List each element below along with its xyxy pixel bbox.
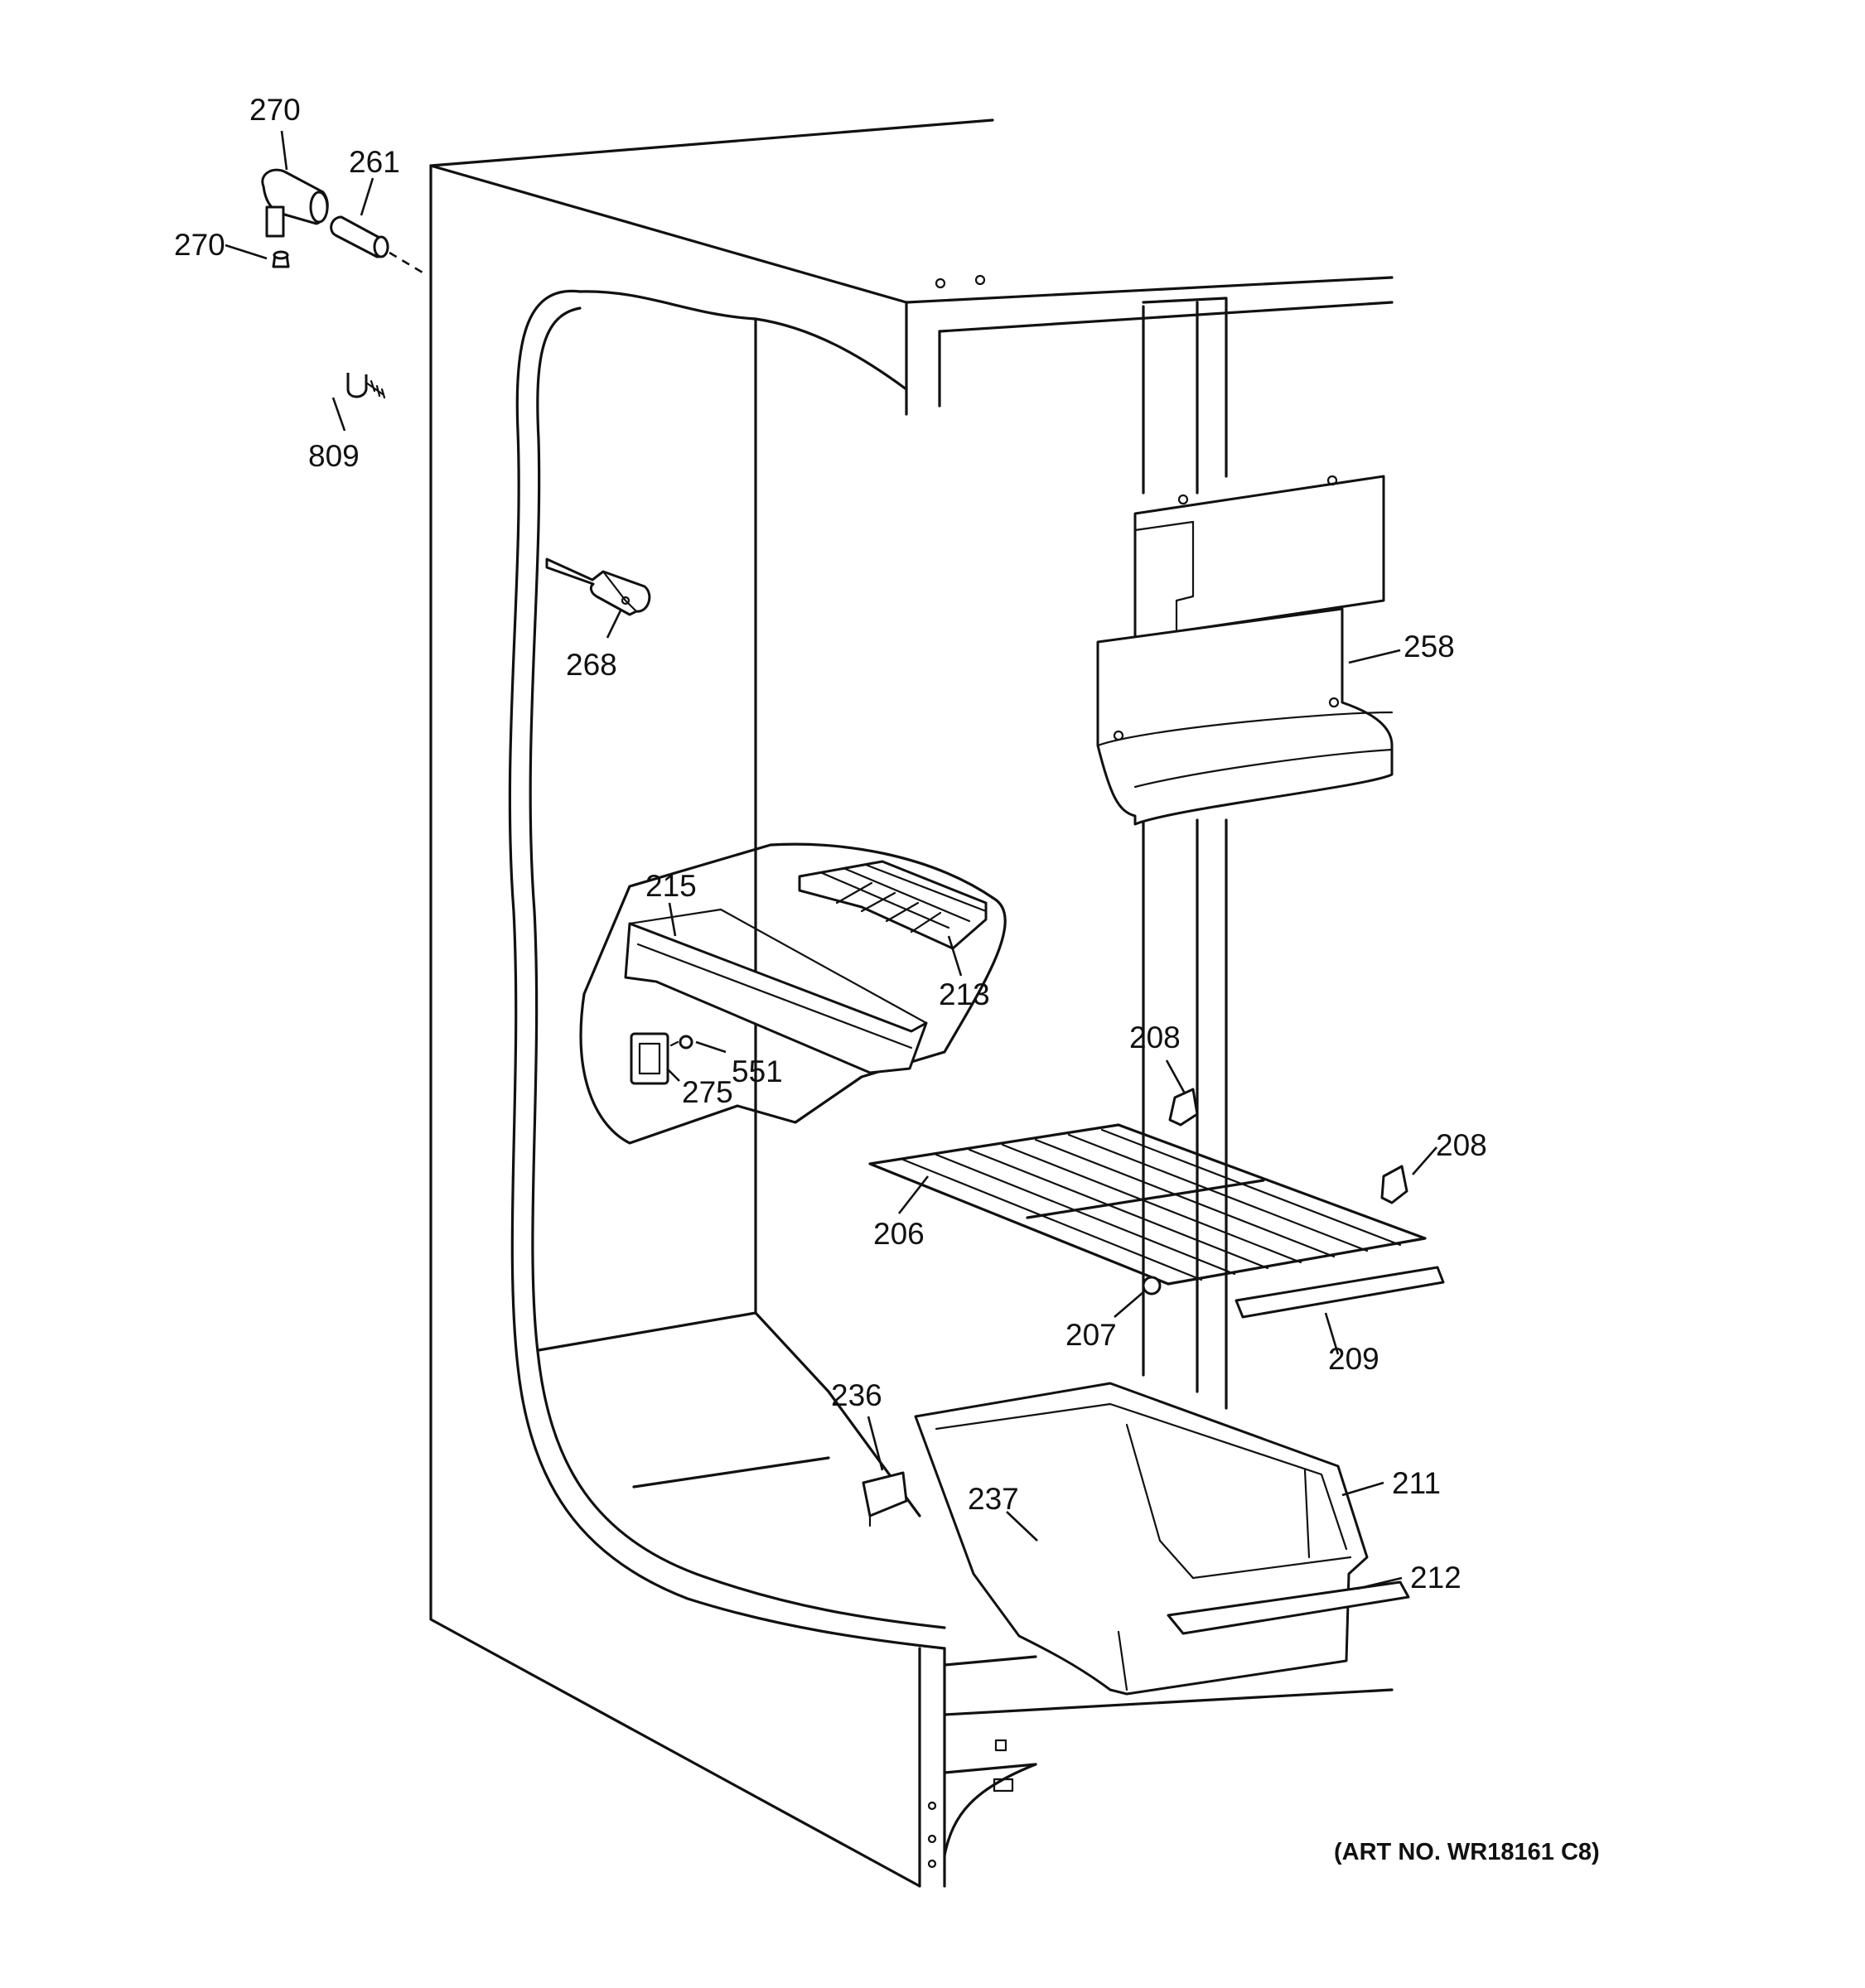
storage-bin-part xyxy=(624,908,928,1074)
art-number: (ART NO. WR18161 C8) xyxy=(1334,1839,1600,1865)
crisper-pan-part xyxy=(914,1382,1369,1696)
elbow-fitting-part xyxy=(261,168,329,238)
accessory-inset xyxy=(579,842,1007,1145)
callout-215: 215 xyxy=(645,869,697,903)
callout-209: 209 xyxy=(1328,1342,1379,1376)
callout-261: 261 xyxy=(349,145,400,179)
shelf-support-upper-part xyxy=(1168,1088,1199,1127)
callout-213: 213 xyxy=(939,977,990,1011)
callout-268: 268 xyxy=(566,648,617,682)
control-cover-part xyxy=(1096,475,1394,826)
callout-258: 258 xyxy=(1404,630,1455,663)
cabinet-liner xyxy=(429,118,1394,1888)
callout-237: 237 xyxy=(968,1482,1019,1516)
callout-208-right: 208 xyxy=(1436,1128,1487,1162)
callout-275: 275 xyxy=(682,1075,733,1109)
nut-part xyxy=(272,250,290,268)
switch-part xyxy=(630,1032,669,1085)
shelf-trim-part xyxy=(1234,1266,1445,1319)
callout-208-upper: 208 xyxy=(1129,1021,1181,1054)
callout-206: 206 xyxy=(873,1217,925,1251)
callout-809: 809 xyxy=(308,439,360,473)
callout-236: 236 xyxy=(831,1378,882,1412)
callout-551: 551 xyxy=(732,1054,783,1088)
water-tube-part xyxy=(330,215,428,277)
ice-tray-part xyxy=(798,860,988,950)
shelf-support-right-part xyxy=(1380,1165,1408,1204)
pan-trim-part xyxy=(1167,1580,1410,1635)
callout-207: 207 xyxy=(1065,1318,1117,1352)
shelf-pin-part xyxy=(1142,1276,1162,1296)
screw-part xyxy=(669,1035,693,1049)
wire-shelf-part xyxy=(868,1123,1427,1286)
light-socket-part xyxy=(545,557,651,616)
clip-screw-part xyxy=(346,373,386,399)
pan-support-left-part xyxy=(862,1471,908,1527)
callout-labels: 270 261 270 809 268 258 215 213 551 275 … xyxy=(174,93,1600,1865)
callout-270-left: 270 xyxy=(174,228,225,262)
callout-212: 212 xyxy=(1410,1561,1462,1595)
callout-270-top: 270 xyxy=(249,93,301,127)
callout-211: 211 xyxy=(1392,1466,1441,1500)
leader-lines xyxy=(225,130,1437,1590)
